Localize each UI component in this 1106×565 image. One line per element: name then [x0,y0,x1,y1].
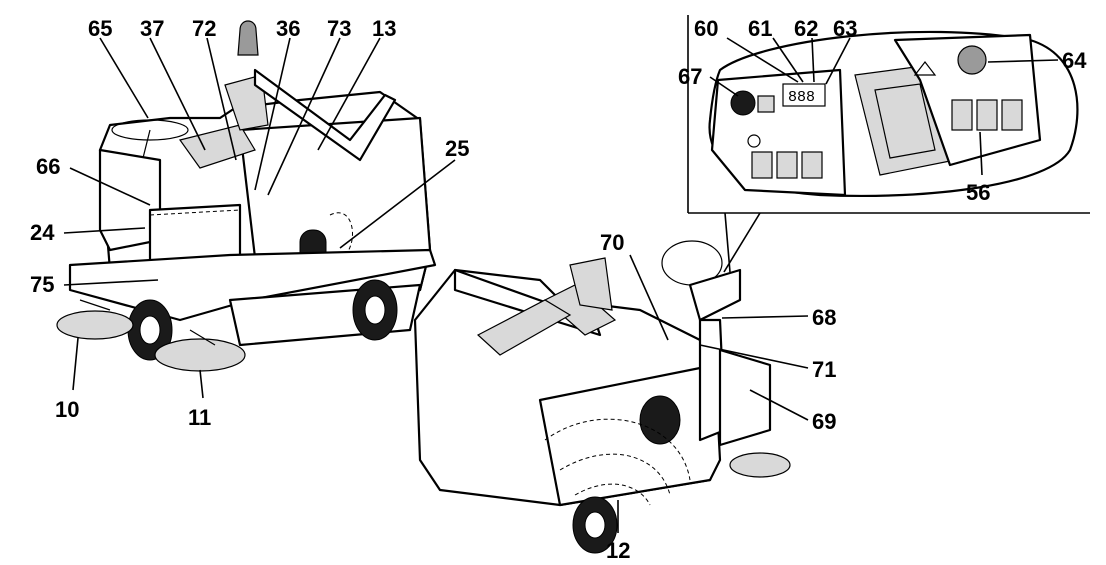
left-sweeper-machine [56,20,437,372]
callout-65: 65 [88,16,112,41]
callout-69: 69 [812,409,836,434]
side-brush-icon [56,310,134,340]
power-icon [747,134,761,148]
callout-64: 64 [1062,48,1087,73]
callout-36: 36 [276,16,300,41]
hazard-icon [913,61,937,76]
side-brush-icon [729,452,791,478]
rocker-switch[interactable] [751,151,773,179]
callout-61: 61 [748,16,772,41]
rocker-switch[interactable] [776,151,798,179]
vent-grille-icon [639,395,681,445]
seat-icon [543,284,617,336]
rocker-switch[interactable] [1001,99,1023,131]
callout-25: 25 [445,136,469,161]
callout-72: 72 [192,16,216,41]
callout-37: 37 [140,16,164,41]
callout-13: 13 [372,16,396,41]
rocker-switch[interactable] [951,99,973,131]
rocker-switch[interactable] [976,99,998,131]
control-panel-inset: 888 [687,15,1090,214]
side-brush-icon [154,338,246,372]
callout-71: 71 [812,357,836,382]
hour-meter-display: 888 [788,89,815,106]
callout-60: 60 [694,16,718,41]
rocker-switch[interactable] [801,151,823,179]
callout-56: 56 [966,180,990,205]
callout-11: 11 [188,405,211,430]
callout-10: 10 [55,397,79,422]
emergency-stop-icon[interactable] [957,45,987,75]
beacon-light-icon [237,20,259,56]
callout-12: 12 [606,538,630,563]
right-sweeper-machine [413,240,791,554]
key-switch-icon [730,90,756,116]
callout-labels: 65 37 72 36 73 13 66 25 24 75 10 11 60 6… [30,16,1087,563]
callout-70: 70 [600,230,624,255]
callout-24: 24 [30,220,55,245]
callout-63: 63 [833,16,857,41]
callout-67: 67 [678,64,702,89]
callout-62: 62 [794,16,818,41]
callout-68: 68 [812,305,836,330]
callout-73: 73 [327,16,351,41]
leader-lines [63,37,1059,533]
callout-75: 75 [30,272,54,297]
steering-wheel-icon [111,119,189,141]
callout-66: 66 [36,154,60,179]
